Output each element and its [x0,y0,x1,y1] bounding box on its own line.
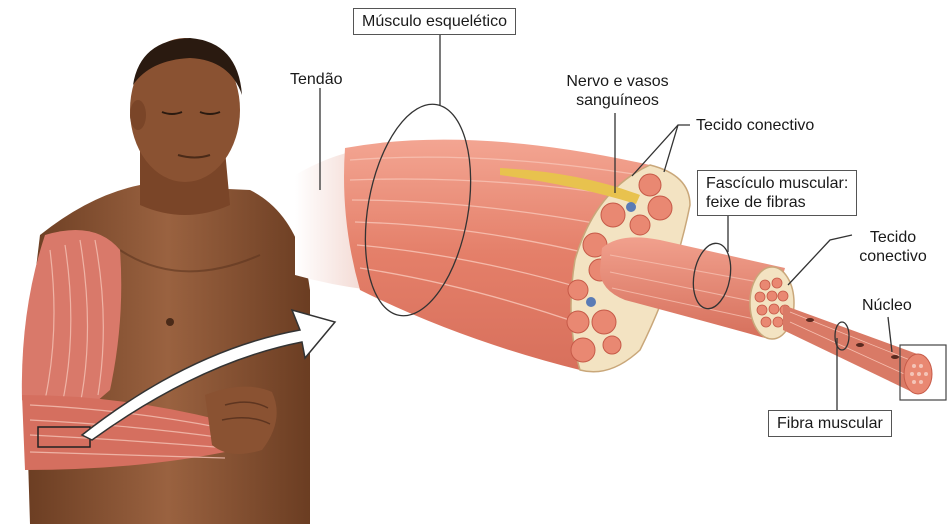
label-nerve-vessels-line1: Nervo e vasos [555,72,680,91]
label-connective-tissue-right: Tecido conectivo [848,228,938,266]
fist [205,387,277,454]
label-fascicle: Fascículo muscular: feixe de fibras [697,170,857,216]
label-connective-right-line2: conectivo [848,247,938,266]
upper-arm-muscles [22,230,121,420]
ear [130,100,146,130]
person-illustration [22,38,310,524]
label-fascicle-line2: feixe de fibras [706,193,848,212]
label-skeletal-muscle: Músculo esquelético [353,8,516,35]
label-connective-tissue-top: Tecido conectivo [696,116,814,135]
label-fascicle-line1: Fascículo muscular: [706,174,848,193]
label-nucleus: Núcleo [862,296,912,315]
muscle-fiber [783,305,946,400]
label-nerve-vessels-line2: sanguíneos [555,91,680,110]
label-connective-right-line1: Tecido [848,228,938,247]
nipple [166,318,174,326]
label-tendon: Tendão [290,70,343,89]
label-nerve-vessels: Nervo e vasos sanguíneos [555,72,680,110]
label-muscle-fiber: Fibra muscular [768,410,892,437]
